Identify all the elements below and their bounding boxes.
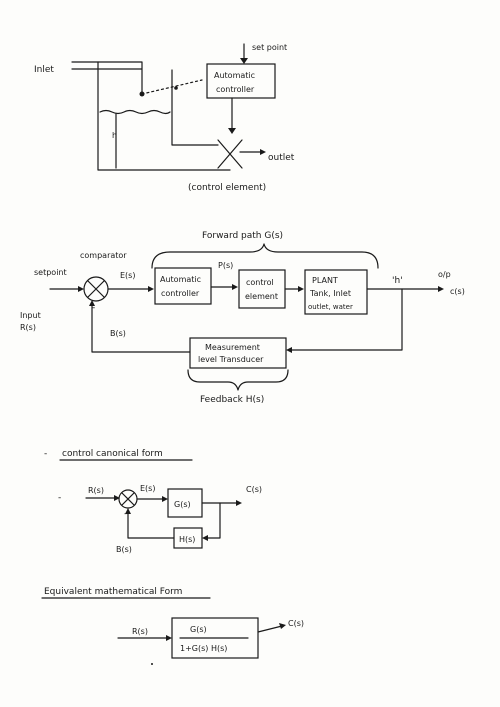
canonical-return-line <box>127 511 175 539</box>
canonical-title: control canonical form <box>62 449 163 459</box>
equivalent-transfer-block <box>171 617 259 659</box>
measurement-label-2: level Transducer <box>198 355 264 364</box>
feedback-brace <box>187 369 289 391</box>
setpoint-label: setpoint <box>34 268 67 277</box>
input-arrowhead <box>78 286 84 292</box>
forward-path-label: Forward path G(s) <box>202 231 283 241</box>
set-point-arrowhead <box>240 58 248 64</box>
pivot <box>174 86 178 90</box>
plant-label-3: outlet, water <box>308 303 353 311</box>
equivalent-title: Equivalent mathematical Form <box>44 587 182 597</box>
equivalent-output-arrowhead <box>279 623 286 629</box>
controller-block-label-2: controller <box>161 289 200 298</box>
automatic-controller-block <box>154 267 212 305</box>
control-valve-symbol <box>217 139 243 169</box>
controller-label-2: controller <box>216 85 255 94</box>
automatic-controller-box <box>206 63 276 99</box>
tank-walls <box>97 61 231 171</box>
equivalent-form-section: Equivalent mathematical Form R(s) G(s) 1… <box>41 587 304 665</box>
input-label-2: R(s) <box>20 323 36 332</box>
feedback-return-arrowhead <box>89 300 95 306</box>
equivalent-denominator: 1+G(s) H(s) <box>180 644 227 653</box>
equivalent-input-arrowhead <box>166 635 172 641</box>
control-element-block <box>238 269 286 309</box>
measurement-transducer-block <box>189 337 287 369</box>
equivalent-r-label: R(s) <box>132 627 148 636</box>
canonical-input-arrowhead <box>114 495 120 501</box>
input-label-1: Input <box>20 311 41 320</box>
ink-dot <box>151 663 153 665</box>
comparator-label: comparator <box>80 251 127 260</box>
measurement-label-1: Measurement <box>205 343 260 352</box>
outlet-arrowhead <box>260 149 266 155</box>
canonical-feedback-arrowhead <box>202 535 208 541</box>
feedback-signal-label: B(s) <box>110 329 126 338</box>
feedback-return-line <box>91 303 191 353</box>
equivalent-output-arrow <box>257 625 283 633</box>
equivalent-numerator: G(s) <box>190 625 207 634</box>
canonical-return-arrowhead <box>125 508 131 514</box>
feedback-arrowhead <box>286 347 292 353</box>
element-block-label-1: control <box>246 278 274 287</box>
canonical-feedback-line <box>205 502 221 539</box>
canonical-c-label: C(s) <box>246 485 262 494</box>
feedback-line <box>289 288 403 351</box>
float-linkage <box>141 79 203 95</box>
plant-label-1: PLANT <box>312 276 338 285</box>
canonical-form-section: - control canonical form - R(s) - E(s) G… <box>44 449 262 554</box>
control-element-label: (control element) <box>188 183 266 193</box>
canonical-output-arrowhead <box>236 500 242 506</box>
element-block-label-2: element <box>245 292 278 301</box>
comparator-minus: - <box>92 303 95 313</box>
feedback-label: Feedback H(s) <box>200 395 264 405</box>
element-to-plant-arrowhead <box>298 286 304 292</box>
bullet-2: - <box>58 493 61 503</box>
p-signal-arrowhead <box>232 284 238 290</box>
canonical-r-label: R(s) <box>88 486 104 495</box>
set-point-label: set point <box>252 43 287 52</box>
plant-block <box>304 269 368 315</box>
bullet-1: - <box>44 449 47 459</box>
canonical-error-arrowhead <box>162 496 168 502</box>
canonical-e-label: E(s) <box>140 484 155 493</box>
output-arrowhead <box>438 286 444 292</box>
water-level <box>99 109 171 115</box>
h-label: 'h' <box>392 276 403 286</box>
output-label-2: c(s) <box>450 287 465 296</box>
error-arrowhead <box>148 286 154 292</box>
outlet-label: outlet <box>268 153 295 163</box>
canonical-junction-cross <box>121 492 135 506</box>
level-label: h <box>112 131 117 140</box>
canonical-h-label: H(s) <box>179 535 195 544</box>
equivalent-c-label: C(s) <box>288 619 304 628</box>
inlet-pipe <box>71 61 143 93</box>
tank-level-system-diagram: Inlet h Automatic controller set point o… <box>34 43 295 193</box>
canonical-g-label: G(s) <box>174 500 191 509</box>
output-label-1: o/p <box>438 270 451 279</box>
canonical-b-label: B(s) <box>116 545 132 554</box>
p-signal-label: P(s) <box>218 261 233 270</box>
controller-block-label-1: Automatic <box>160 275 201 284</box>
forward-path-brace <box>151 243 379 269</box>
error-label: E(s) <box>120 271 135 280</box>
comparator-cross <box>87 280 105 298</box>
plant-label-2: Tank, Inlet <box>309 289 351 298</box>
inlet-label: Inlet <box>34 65 54 75</box>
block-diagram: Forward path G(s) setpoint comparator In… <box>20 231 465 405</box>
valve-arrowhead <box>228 128 236 134</box>
controller-label-1: Automatic <box>214 71 255 80</box>
